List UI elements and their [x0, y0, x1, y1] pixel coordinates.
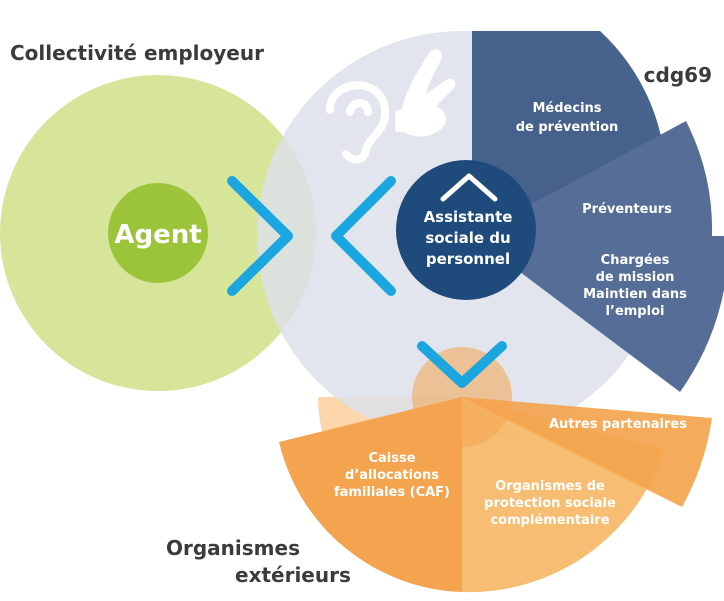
ear-icon	[326, 81, 390, 164]
assistante-disc	[396, 160, 536, 300]
sector-medecins-line-2: de prévention	[516, 120, 619, 135]
assistante-line-2: sociale du	[425, 229, 510, 247]
sector-caf	[279, 397, 462, 592]
sector-preventeurs-label: Préventeurs	[582, 202, 672, 217]
overlap-disc	[412, 347, 512, 447]
chevron-left-icon	[331, 176, 396, 296]
chevron-right-icon	[227, 176, 293, 296]
external-label-line-2: extérieurs	[235, 563, 351, 587]
assistante-line-1: Assistante	[424, 208, 513, 226]
house-roof-icon	[440, 173, 498, 202]
sector-caf-line-1: Caisse	[368, 451, 415, 466]
assistante-line-3: personnel	[426, 250, 510, 268]
sector-protection-line-1: Organismes de	[495, 479, 605, 494]
employer-label: Collectivité employeur	[10, 41, 264, 65]
sector-chargees-line-2: de mission	[596, 270, 675, 285]
sector-caf-line-3: familiales (CAF)	[334, 485, 450, 500]
sector-medecins-line-1: Médecins	[532, 101, 601, 116]
sector-chargees-line-3: Maintien dans	[583, 287, 687, 302]
sign-language-hand-icon	[395, 49, 456, 137]
sector-chargees-line-1: Chargées	[601, 253, 670, 268]
sector-autres-label: Autres partenaires	[549, 417, 687, 432]
sector-chargees	[472, 236, 724, 392]
sector-autres-partenaires	[462, 397, 712, 507]
chevron-down-icon	[417, 341, 507, 388]
cdg-label: cdg69	[644, 63, 712, 87]
sector-protection-line-3: complémentaire	[490, 513, 609, 528]
external-label-line-1: Organismes	[166, 536, 300, 560]
sector-caf-line-2: d’allocations	[345, 468, 439, 483]
agent-disc	[108, 183, 208, 283]
sector-protection-line-2: protection sociale	[484, 496, 616, 511]
sector-chargees-line-4: l’emploi	[606, 304, 665, 319]
agent-label: Agent	[114, 220, 201, 250]
